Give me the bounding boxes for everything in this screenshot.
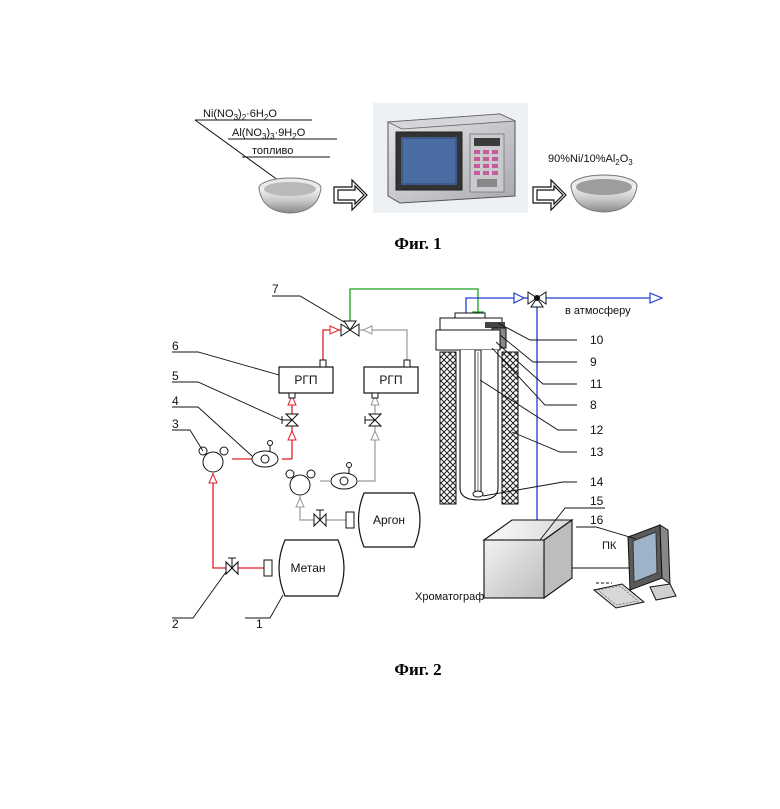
methane-regulator	[252, 441, 278, 468]
callout-12: 12	[590, 423, 604, 437]
reagent-fuel: топливо	[252, 145, 293, 157]
computer-pc: ПК	[594, 525, 676, 608]
callout-1: 1	[256, 617, 263, 631]
reagent-aluminum-nitrate: Al(NO3)3·9H2O	[232, 127, 306, 141]
callout-13: 13	[590, 445, 604, 459]
callout-11: 11	[590, 377, 603, 391]
argon-regulator	[331, 463, 357, 490]
argon-label: Аргон	[373, 513, 405, 527]
callout-7: 7	[272, 282, 279, 296]
bowl-reagents	[259, 178, 321, 213]
argon-cylinder: Аргон	[346, 493, 420, 547]
callout-8: 8	[590, 398, 597, 412]
rgp-label-2: РГП	[379, 373, 402, 387]
argon-arrow-4	[363, 326, 372, 334]
methane-label: Метан	[290, 561, 325, 575]
callout-14: 14	[590, 475, 604, 489]
callout-6: 6	[172, 339, 179, 353]
figure-1-caption: Фиг. 1	[394, 234, 441, 253]
argon-pressure-gauge	[286, 470, 315, 495]
reagent-nickel-nitrate: Ni(NO3)2·6H2O	[203, 108, 277, 122]
callout-9: 9	[590, 355, 597, 369]
pc-label: ПК	[602, 540, 617, 552]
argon-line	[300, 330, 407, 520]
argon-shutoff-valve	[314, 510, 326, 526]
reactor-furnace	[436, 313, 518, 504]
rgp-label-1: РГП	[294, 373, 317, 387]
callout-3: 3	[172, 417, 179, 431]
methane-cylinder: Метан	[264, 540, 344, 596]
callout-4: 4	[172, 394, 179, 408]
methane-arrow-3	[288, 431, 296, 440]
argon-valve	[365, 414, 381, 426]
callout-16: 16	[590, 513, 604, 527]
callout-2: 2	[172, 617, 179, 631]
methane-valve-5	[282, 414, 298, 426]
three-way-valve-7	[341, 321, 359, 336]
callout-15: 15	[590, 494, 604, 508]
bowl-product	[571, 175, 637, 212]
exhaust-arrowhead	[650, 293, 662, 303]
methane-arrow-1	[209, 474, 217, 483]
process-arrow-1	[334, 180, 367, 210]
exhaust-arrowhead-mid	[514, 293, 524, 303]
argon-arrow-3	[371, 431, 379, 440]
figure-1: Ni(NO3)2·6H2O Al(NO3)3·9H2O топливо	[195, 103, 637, 253]
figure-2: Метан Аргон	[172, 282, 676, 679]
mass-flow-controller-methane: РГП	[279, 360, 333, 398]
chromatograph-label: Хроматограф	[415, 591, 484, 603]
chromatograph: Хроматограф	[415, 520, 572, 603]
argon-arrow-1	[296, 498, 304, 507]
methane-shutoff-valve	[226, 558, 238, 574]
process-arrow-2	[533, 180, 566, 210]
methane-arrow-4	[330, 326, 339, 334]
callout-5: 5	[172, 369, 179, 383]
callout-10: 10	[590, 333, 604, 347]
product-label: 90%Ni/10%Al2O3	[548, 153, 633, 167]
microwave-oven	[373, 103, 528, 213]
mass-flow-controller-argon: РГП	[364, 360, 418, 398]
atmosphere-label: в атмосферу	[565, 305, 631, 317]
three-way-valve-exhaust	[528, 292, 546, 307]
figure-2-caption: Фиг. 2	[394, 660, 441, 679]
